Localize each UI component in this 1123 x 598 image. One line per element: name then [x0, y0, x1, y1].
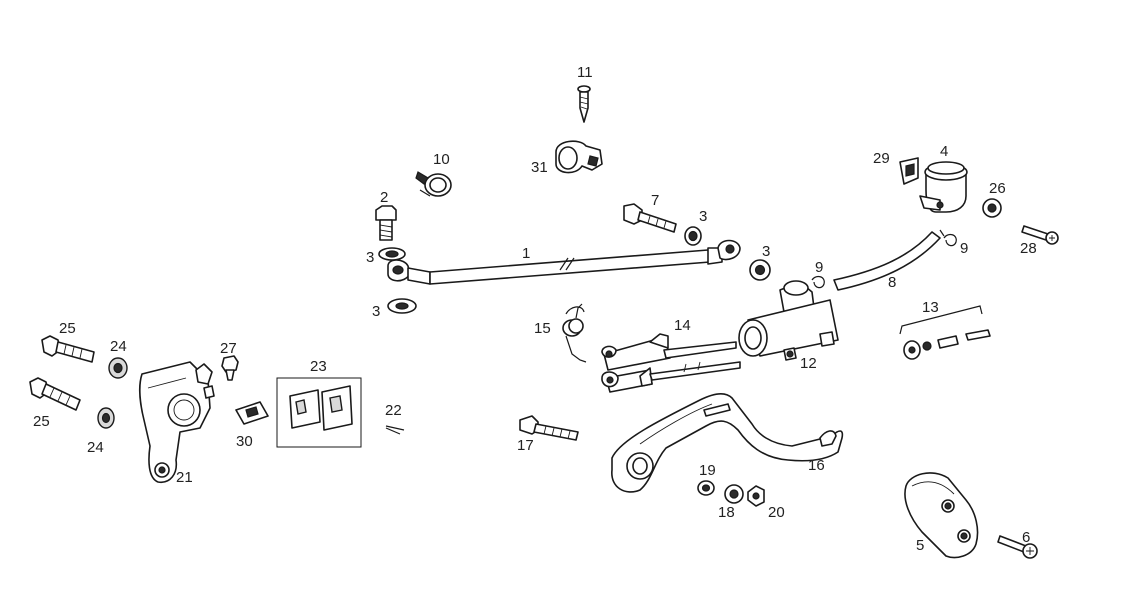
callout-labels: 1 2 3 3 3 3 4 5 6 7 8 9 9 10 11 12 13 14…: [33, 64, 1037, 554]
part-17-bolt: [519, 415, 579, 441]
label-22: 22: [385, 402, 402, 419]
part-5-cover: [904, 472, 979, 559]
label-5: 5: [916, 537, 924, 554]
label-3b: 3: [372, 303, 380, 320]
part-27-bleed-screw: [221, 355, 239, 381]
part-3-washer-upper: [378, 247, 406, 261]
label-19: 19: [699, 462, 716, 479]
part-22-pin: [385, 425, 405, 435]
part-7-bolt: [623, 203, 677, 233]
part-23-brake-pads: [276, 377, 362, 448]
part-10-hose-clip: [415, 171, 452, 197]
part-20-nut: [747, 485, 765, 507]
label-11: 11: [577, 64, 593, 81]
label-25a: 25: [59, 320, 76, 337]
label-7: 7: [651, 192, 659, 209]
label-10: 10: [433, 151, 450, 168]
label-12: 12: [800, 355, 817, 372]
part-16-brake-pedal: [611, 392, 844, 493]
label-26: 26: [989, 180, 1006, 197]
part-31-clamp: [555, 140, 603, 174]
part-18-washer: [724, 484, 744, 504]
part-21-caliper: [139, 361, 215, 484]
part-25-bolt-upper: [41, 335, 95, 363]
label-16: 16: [808, 457, 825, 474]
label-23: 23: [310, 358, 327, 375]
part-2-bolt: [375, 205, 397, 241]
label-29: 29: [873, 150, 890, 167]
label-6: 6: [1022, 529, 1030, 546]
label-1: 1: [522, 245, 530, 262]
part-15-spring: [562, 303, 587, 363]
label-25b: 25: [33, 413, 50, 430]
label-9b: 9: [960, 240, 968, 257]
part-19-washer: [697, 480, 715, 496]
part-28-screw: [1021, 225, 1059, 245]
part-24-washer-upper: [108, 357, 128, 379]
label-4: 4: [940, 143, 948, 160]
label-3d: 3: [762, 243, 770, 260]
part-11-screw: [577, 85, 591, 123]
label-9a: 9: [815, 259, 823, 276]
label-18: 18: [718, 504, 735, 521]
part-30-pad-spring: [235, 401, 269, 425]
part-26-washer: [982, 198, 1002, 218]
label-24b: 24: [87, 439, 104, 456]
label-21: 21: [176, 469, 193, 486]
part-12-master-cylinder: [738, 280, 839, 361]
part-25-bolt-lower: [29, 377, 81, 411]
part-9-hose-clip-lower: [811, 275, 825, 289]
part-3-washer-lower: [387, 298, 417, 314]
part-4-reservoir: [919, 161, 968, 213]
part-9-hose-clip-upper: [939, 229, 957, 247]
part-8-hose: [833, 231, 941, 291]
label-20: 20: [768, 504, 785, 521]
label-13: 13: [922, 299, 939, 316]
label-15: 15: [534, 320, 551, 337]
part-29-clip: [899, 157, 919, 185]
part-1-brake-line: [387, 239, 741, 285]
label-17: 17: [517, 437, 534, 454]
label-27: 27: [220, 340, 237, 357]
label-3c: 3: [699, 208, 707, 225]
label-28: 28: [1020, 240, 1037, 257]
part-3-washer-right: [749, 259, 771, 281]
label-3a: 3: [366, 249, 374, 266]
part-24-washer-lower: [97, 407, 115, 429]
label-30: 30: [236, 433, 253, 450]
part-13-kit: [899, 305, 991, 360]
label-24a: 24: [110, 338, 127, 355]
part-3-washer-bolt7: [684, 226, 702, 246]
label-31: 31: [531, 159, 548, 176]
label-2: 2: [380, 189, 388, 206]
label-14: 14: [674, 317, 691, 334]
part-6-screw: [997, 535, 1038, 559]
label-8: 8: [888, 274, 896, 291]
part-14-push-rod: [601, 333, 741, 393]
